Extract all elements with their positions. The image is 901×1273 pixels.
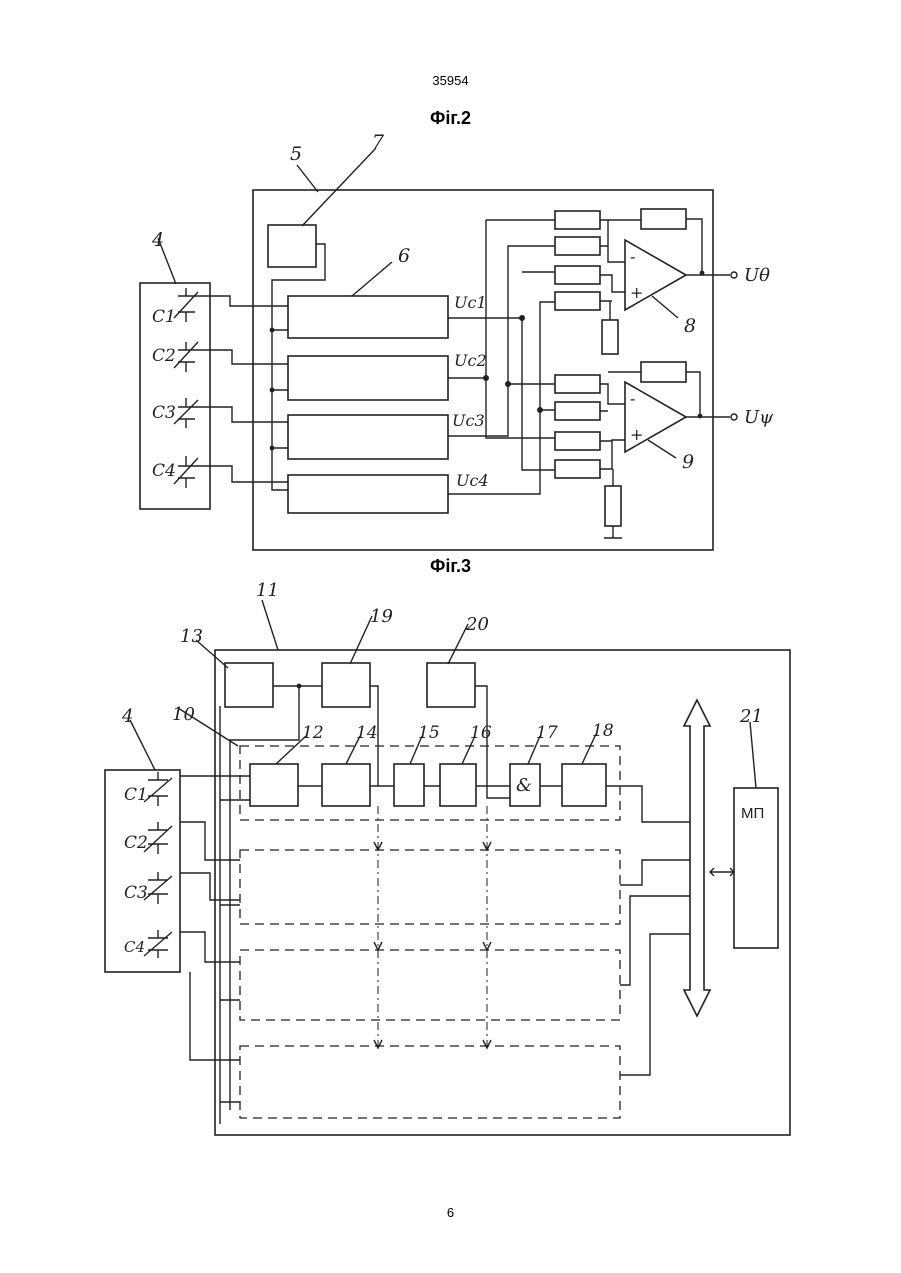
label-19: 19 xyxy=(370,606,393,627)
channel-frame-4 xyxy=(240,1046,620,1118)
label-21: 21 xyxy=(739,706,763,727)
capacitor-c4-symbol xyxy=(144,930,172,958)
capacitor-c1-symbol xyxy=(174,288,198,322)
signal-uc4: Uc4 xyxy=(456,471,489,490)
label-7: 7 xyxy=(372,131,385,153)
amp9-minus: - xyxy=(630,389,635,408)
sensor-label-c2: C2 xyxy=(152,346,176,366)
sensor-label-c4: C4 xyxy=(152,461,176,481)
channel-block-4 xyxy=(288,475,448,513)
amp8-minus: - xyxy=(630,247,635,266)
amp8-plus: + xyxy=(630,283,643,302)
label-5: 5 xyxy=(290,143,302,165)
block-7 xyxy=(268,225,316,267)
block-19 xyxy=(322,663,370,707)
output-u-theta: Uθ xyxy=(744,265,770,286)
amp9-plus: + xyxy=(630,425,643,444)
sensor-label-c3: C3 xyxy=(152,403,176,423)
block-12 xyxy=(250,764,298,806)
signal-uc2: Uc2 xyxy=(454,351,487,370)
signal-uc1: Uc1 xyxy=(454,293,487,312)
channel-block-1 xyxy=(288,296,448,338)
label-12: 12 xyxy=(302,723,324,743)
label-14: 14 xyxy=(356,723,378,743)
capacitor-c3-symbol xyxy=(144,872,172,904)
label-16: 16 xyxy=(470,723,492,743)
label-4: 4 xyxy=(121,706,133,727)
label-10: 10 xyxy=(172,704,195,725)
capacitor-c1-symbol xyxy=(144,772,172,806)
processor-label: МП xyxy=(741,805,764,822)
channel-block-2 xyxy=(288,356,448,400)
figure-2-diagram: 5 7 4 6 8 9 C1 C2 C3 C4 Uc1 Uc2 Uc3 Uc4 … xyxy=(140,131,774,550)
label-4: 4 xyxy=(151,229,164,251)
block-18 xyxy=(562,764,606,806)
figure-3-diagram: 11 19 20 13 10 4 12 14 15 16 17 18 21 & … xyxy=(105,580,790,1135)
label-18: 18 xyxy=(592,721,614,741)
label-17: 17 xyxy=(536,723,558,743)
label-6: 6 xyxy=(398,245,410,267)
sensor-label-c2: C2 xyxy=(124,833,148,853)
label-9: 9 xyxy=(682,451,694,473)
channel-frame-3 xyxy=(240,950,620,1020)
signal-uc3: Uc3 xyxy=(452,411,485,430)
capacitor-c3-symbol xyxy=(174,398,198,428)
block-14 xyxy=(322,764,370,806)
label-8: 8 xyxy=(684,315,696,337)
block-16 xyxy=(440,764,476,806)
block-20 xyxy=(427,663,475,707)
capacitor-c4-symbol xyxy=(174,456,198,488)
sensor-label-c4: C4 xyxy=(124,938,145,956)
and-gate-symbol: & xyxy=(516,775,532,796)
label-13: 13 xyxy=(180,626,203,647)
channel-frame-1 xyxy=(240,746,620,820)
output-u-psi: Uψ xyxy=(744,407,774,428)
data-bus xyxy=(684,700,710,1016)
capacitor-c2-symbol xyxy=(144,822,172,854)
channel-block-3 xyxy=(288,415,448,459)
label-20: 20 xyxy=(465,614,489,635)
sensor-label-c3: C3 xyxy=(124,883,148,903)
block-13 xyxy=(225,663,273,707)
label-11: 11 xyxy=(256,580,279,601)
capacitor-c2-symbol xyxy=(174,342,198,372)
sensor-label-c1: C1 xyxy=(152,307,176,327)
channel-frame-2 xyxy=(240,850,620,924)
sensor-label-c1: C1 xyxy=(124,785,148,805)
label-15: 15 xyxy=(418,723,440,743)
block-15 xyxy=(394,764,424,806)
